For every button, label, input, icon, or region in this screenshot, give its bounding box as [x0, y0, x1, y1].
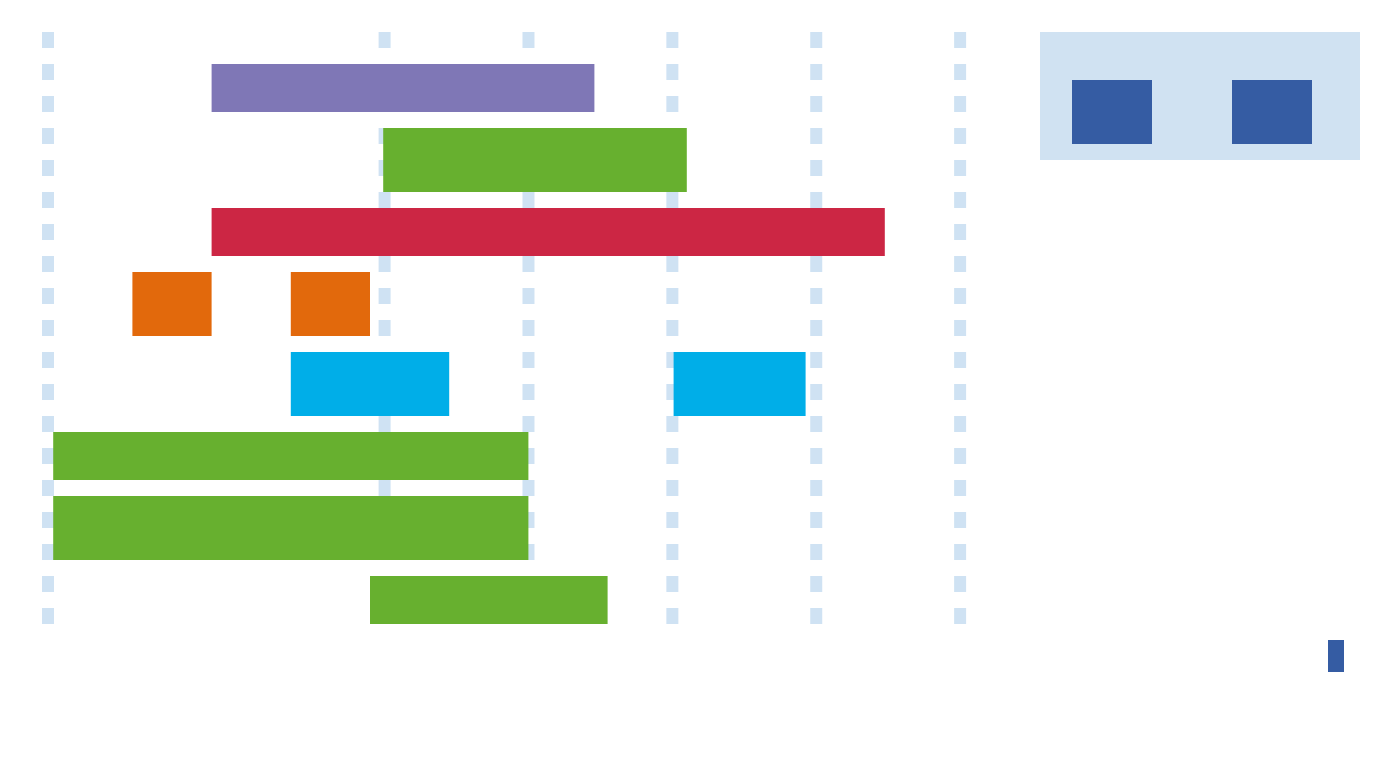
gantt-bar[interactable]	[132, 272, 212, 336]
legend-swatch	[1072, 80, 1152, 144]
legend	[1040, 32, 1360, 160]
gantt-bar[interactable]	[290, 352, 450, 416]
legend-swatch	[1232, 80, 1312, 144]
gantt-bar[interactable]	[383, 128, 687, 192]
scroll-handle[interactable]	[1328, 640, 1344, 672]
gantt-bar[interactable]	[211, 64, 595, 112]
gantt-bar[interactable]	[211, 208, 885, 256]
gantt-bar[interactable]	[53, 496, 529, 560]
gantt-bar[interactable]	[290, 272, 370, 336]
gantt-bar[interactable]	[53, 432, 529, 480]
gantt-bar[interactable]	[370, 576, 608, 624]
gantt-bar[interactable]	[673, 352, 806, 416]
